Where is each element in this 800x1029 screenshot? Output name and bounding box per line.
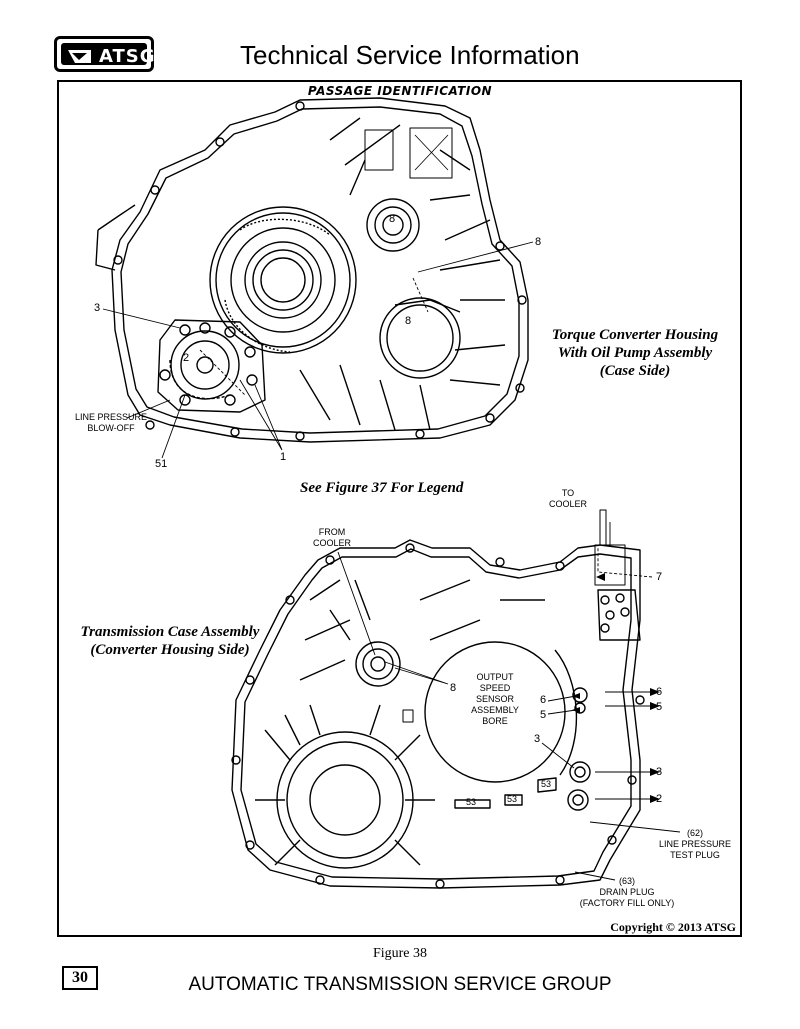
callout-8-right: 8 — [535, 236, 542, 248]
bottom-leader-lines — [337, 522, 681, 881]
legend-note: See Figure 37 For Legend — [300, 480, 464, 496]
callout-line: DRAIN PLUG — [599, 887, 655, 897]
callout-2-right: 2 — [656, 793, 663, 805]
callout-6-left: 6 — [540, 694, 547, 706]
figure-frame — [57, 80, 742, 937]
figure-heading: PASSAGE IDENTIFICATION — [307, 84, 493, 98]
page-number: 30 — [62, 966, 98, 990]
callout-53-c: 53 — [541, 779, 552, 789]
transmission-case-drawing — [231, 509, 645, 889]
from-cooler-label: FROM COOLER — [310, 527, 354, 549]
callout-53-a: 53 — [466, 797, 477, 807]
top-caption-line: With Oil Pump Assembly — [557, 345, 713, 361]
callout-3-left: 3 — [534, 733, 541, 745]
callout-line: LINE PRESSURE — [74, 412, 148, 422]
to-cooler-label: TO COOLER — [548, 488, 588, 510]
callout-51: 51 — [155, 458, 168, 470]
callout-line: ASSEMBLY — [471, 705, 519, 715]
drain-plug-label: (63) DRAIN PLUG (FACTORY FILL ONLY) — [577, 876, 677, 909]
callout-7: 7 — [656, 571, 663, 583]
callout-6-right: 6 — [656, 686, 663, 698]
callout-line: (FACTORY FILL ONLY) — [579, 898, 675, 908]
top-caption-line: Torque Converter Housing — [551, 327, 719, 343]
figure-number: Figure 38 — [372, 946, 428, 961]
logo-text: ATSG — [99, 46, 156, 67]
callout-line: (63) — [618, 876, 635, 886]
atsg-logo: ATSG — [54, 36, 156, 72]
bottom-caption-line: Transmission Case Assembly — [80, 624, 260, 640]
callout-line: TEST PLUG — [670, 850, 720, 860]
converter-housing-drawing — [95, 97, 529, 443]
line-pressure-blowoff-label: LINE PRESSURE BLOW-OFF — [66, 412, 156, 434]
bottom-figure-caption: Transmission Case Assembly (Converter Ho… — [70, 623, 270, 659]
top-figure-caption: Torque Converter Housing With Oil Pump A… — [540, 326, 730, 380]
callout-8-inner-bottom: 8 — [405, 315, 412, 327]
callout-line: TO — [561, 488, 575, 498]
copyright: Copyright © 2013 ATSG — [610, 920, 736, 934]
callout-line: FROM — [318, 527, 346, 537]
callout-line: COOLER — [548, 499, 587, 509]
callout-53-b: 53 — [507, 794, 518, 804]
callout-line: SPEED — [479, 683, 511, 693]
callout-line: (62) — [686, 828, 703, 838]
callout-5-right: 5 — [656, 701, 663, 713]
callout-3-right: 3 — [656, 766, 663, 778]
callout-line: SENSOR — [475, 694, 514, 704]
line-pressure-test-plug-label: (62) LINE PRESSURE TEST PLUG — [655, 828, 735, 861]
callout-line: BLOW-OFF — [87, 423, 135, 433]
footer-text: AUTOMATIC TRANSMISSION SERVICE GROUP — [188, 974, 612, 995]
top-leader-lines — [102, 241, 534, 459]
top-caption-line: (Case Side) — [599, 363, 671, 379]
bottom-caption-line: (Converter Housing Side) — [90, 642, 250, 658]
callout-line: COOLER — [312, 538, 351, 548]
callout-2: 2 — [183, 352, 190, 364]
arrowheads — [572, 573, 660, 803]
callout-5-left: 5 — [540, 709, 547, 721]
callout-8-inner-top: 8 — [389, 213, 396, 225]
callout-line: OUTPUT — [476, 672, 514, 682]
output-speed-sensor-label: OUTPUT SPEED SENSOR ASSEMBLY BORE — [468, 672, 522, 727]
atsg-wing-icon — [68, 50, 91, 63]
callout-3: 3 — [94, 302, 101, 314]
page-title: Technical Service Information — [240, 40, 580, 70]
callout-1: 1 — [280, 451, 287, 463]
callout-line: BORE — [482, 716, 508, 726]
callout-line: LINE PRESSURE — [658, 839, 732, 849]
callout-8: 8 — [450, 682, 457, 694]
